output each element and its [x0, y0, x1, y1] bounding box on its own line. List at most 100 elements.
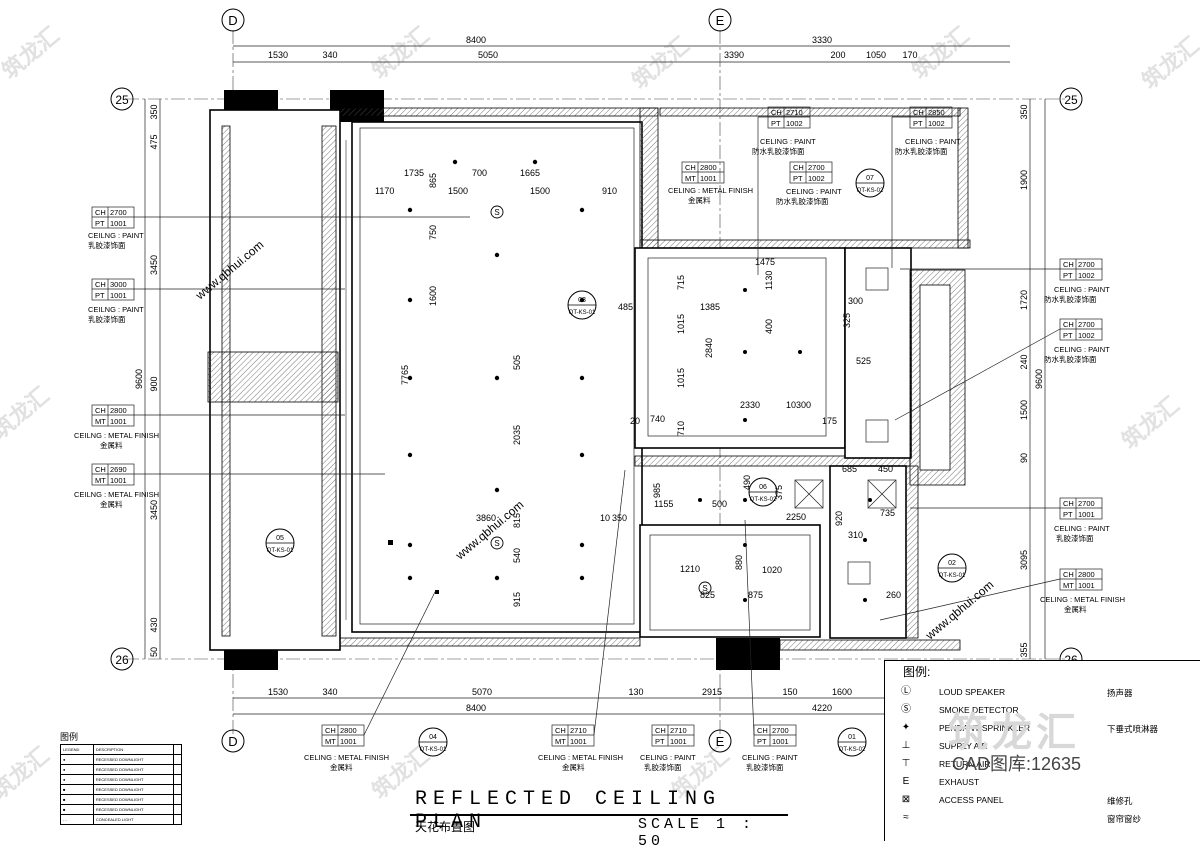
downlight: [743, 288, 747, 292]
dimension-bottom: 1530 340 5070 130 2915 150 1600 8400 422…: [233, 687, 900, 715]
table-row: ●RECESSED DOWNLIGHT: [60, 764, 182, 775]
downlight: [868, 498, 872, 502]
svg-text:350: 350: [149, 104, 159, 119]
downlight: [407, 375, 413, 381]
grid-bubble-right-25: 25: [1059, 87, 1083, 111]
svg-text:金属料: 金属料: [330, 762, 353, 772]
downlight: [579, 375, 585, 381]
table-row: ■RECESSED DOWNLIGHT: [60, 794, 182, 805]
svg-text:金属料: 金属料: [1064, 604, 1087, 614]
svg-text:05: 05: [276, 535, 284, 542]
svg-text:505: 505: [512, 355, 522, 370]
svg-text:2800: 2800: [340, 726, 357, 735]
downlight: [494, 487, 500, 493]
svg-text:CEILNG : METAL FINISH: CEILNG : METAL FINISH: [74, 431, 159, 440]
svg-text:200: 200: [830, 50, 845, 60]
svg-text:375: 375: [774, 485, 784, 500]
svg-text:50: 50: [149, 647, 159, 657]
svg-text:D: D: [228, 734, 237, 749]
svg-text:CH: CH: [685, 163, 696, 172]
svg-text:910: 910: [602, 186, 617, 196]
svg-text:9600: 9600: [134, 369, 144, 389]
interior-dimensions: 1170 1735 865 1500 700 1665 1500 910 750…: [375, 168, 901, 607]
svg-text:CH: CH: [793, 163, 804, 172]
svg-text:1001: 1001: [110, 417, 127, 426]
svg-text:S: S: [702, 584, 707, 593]
svg-text:1170: 1170: [375, 186, 394, 196]
svg-text:10: 10: [600, 513, 610, 523]
svg-text:300: 300: [848, 296, 863, 306]
dim-overall: 8400: [466, 703, 486, 713]
section-marker: 01 QT-KS-02: [837, 727, 867, 757]
svg-text:880: 880: [734, 555, 744, 570]
svg-text:1001: 1001: [340, 737, 357, 746]
svg-text:1050: 1050: [866, 50, 886, 60]
svg-text:3000: 3000: [110, 280, 127, 289]
watermark-text: 筑龙汇: [1137, 32, 1200, 94]
svg-text:2710: 2710: [570, 726, 587, 735]
svg-text:CELING : PAINT: CELING : PAINT: [760, 137, 816, 146]
svg-text:2840: 2840: [704, 338, 714, 358]
svg-text:2035: 2035: [512, 425, 522, 445]
svg-text:175: 175: [822, 416, 837, 426]
svg-text:MT: MT: [95, 417, 106, 426]
table-row: ■RECESSED DOWNLIGHT: [60, 784, 182, 795]
svg-text:S: S: [494, 208, 499, 217]
svg-text:PT: PT: [95, 219, 105, 228]
svg-text:CH: CH: [95, 280, 106, 289]
watermark-url: www.qbhui.com: [922, 578, 996, 643]
legend-label: SMOKE DETECTOR: [939, 705, 1019, 715]
svg-text:740: 740: [650, 414, 665, 424]
svg-text:MT: MT: [685, 174, 696, 183]
dimension-top: 8400 3330 1530 340 5050 3390 200 1050 17…: [233, 35, 1010, 63]
watermark-text: 筑龙汇: [0, 742, 54, 804]
svg-text:CELING : PAINT: CELING : PAINT: [905, 137, 961, 146]
legend-label: RETURN AIR: [939, 759, 991, 769]
downlight: [579, 297, 585, 303]
svg-text:CH: CH: [95, 208, 106, 217]
svg-text:CH: CH: [555, 726, 566, 735]
svg-text:3450: 3450: [149, 500, 159, 520]
svg-text:2700: 2700: [110, 208, 127, 217]
svg-text:875: 875: [748, 590, 763, 600]
legend-row: Ⓢ SMOKE DETECTOR: [885, 701, 1200, 719]
svg-text:1900: 1900: [1019, 170, 1029, 190]
svg-text:1015: 1015: [676, 368, 686, 388]
downlight: [452, 159, 458, 165]
svg-text:490: 490: [742, 475, 752, 490]
concealed-light: [435, 590, 439, 594]
watermark-text: 筑龙汇: [367, 22, 434, 84]
svg-text:865: 865: [428, 173, 438, 188]
smoke-detector-icon: Ⓢ: [901, 704, 911, 715]
downlight: [494, 375, 500, 381]
grid-bubble-bottom-e: E: [708, 729, 732, 753]
svg-text:2700: 2700: [772, 726, 789, 735]
svg-text:700: 700: [472, 168, 487, 178]
svg-text:CEILNG : PAINT: CEILNG : PAINT: [88, 305, 144, 314]
downlight: [698, 498, 702, 502]
svg-text:CEILNG : PAINT: CEILNG : PAINT: [88, 231, 144, 240]
legend-small-title: 图例: [60, 732, 79, 742]
svg-text:1600: 1600: [428, 286, 438, 306]
concealed-light: [388, 540, 393, 545]
section-marker: 04 QT-KS-01: [418, 727, 448, 757]
walls: [207, 90, 971, 670]
grid-bubble-left-25: 25: [110, 87, 134, 111]
svg-text:310: 310: [848, 530, 863, 540]
svg-text:2800: 2800: [110, 406, 127, 415]
exhaust-icon: E: [902, 776, 910, 787]
watermark-id: CAD图库:12635: [952, 754, 1082, 774]
svg-text:1665: 1665: [520, 168, 540, 178]
svg-text:1001: 1001: [772, 737, 789, 746]
downlight: [407, 542, 413, 548]
svg-text:1385: 1385: [700, 302, 720, 312]
svg-text:CELING : PAINT: CELING : PAINT: [1054, 285, 1110, 294]
svg-text:1735: 1735: [404, 168, 424, 178]
svg-text:450: 450: [878, 464, 893, 474]
svg-text:04: 04: [429, 734, 437, 741]
